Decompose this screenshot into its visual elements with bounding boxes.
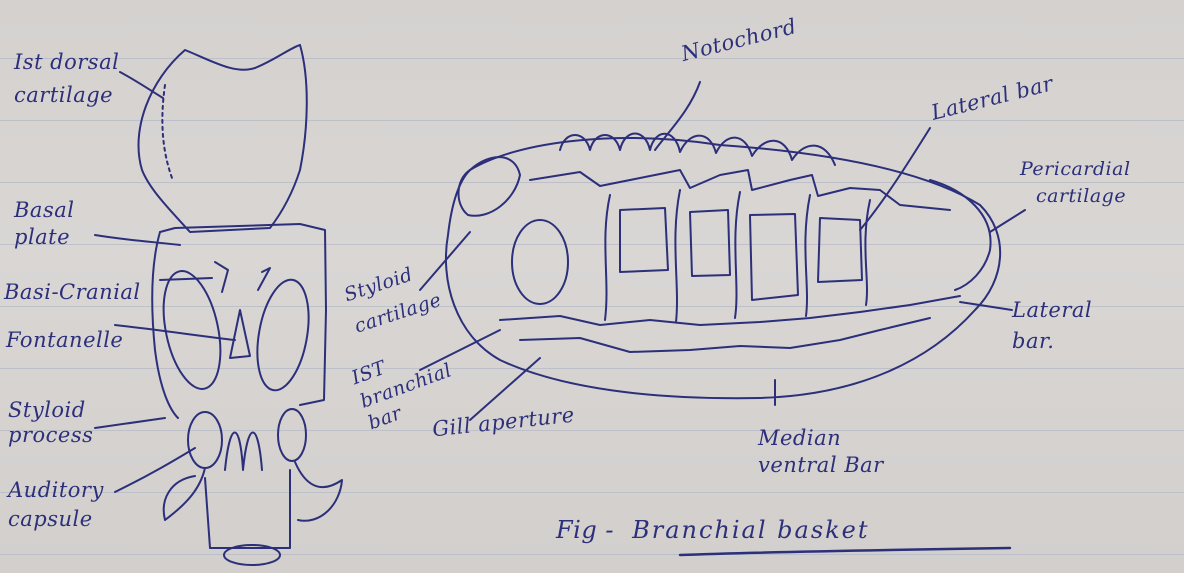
lower-right-arch xyxy=(295,462,342,521)
label-basi-cranial: Basi-Cranial xyxy=(4,282,141,303)
leader-basal xyxy=(95,235,180,245)
vertical-bar-5 xyxy=(865,200,870,305)
vertical-bar-1 xyxy=(605,195,610,320)
fontanelle-right xyxy=(250,276,317,395)
basi-cranial-mark-right xyxy=(258,268,270,290)
dorsal-cartilage-shape xyxy=(139,45,307,232)
label-first-dorsal-cartilage: Ist dorsal cartilage xyxy=(14,52,119,106)
vertical-bar-3 xyxy=(735,192,740,318)
basi-cranial-mark-left xyxy=(215,262,228,292)
upper-lateral-bar xyxy=(530,170,950,210)
auditory-capsule-right xyxy=(278,409,306,461)
dorsal-cartilage-inner xyxy=(162,85,172,178)
lower-trunk xyxy=(205,470,290,548)
label-basal-plate: Basal plate xyxy=(14,200,74,248)
label-auditory-capsule: Auditory capsule xyxy=(8,480,104,530)
vertical-bar-4 xyxy=(805,195,810,316)
skull-drawing xyxy=(95,45,342,565)
leader-pericardial xyxy=(990,210,1025,232)
label-lateral-bar-right: Lateral bar. xyxy=(1012,300,1092,352)
leader-styloid xyxy=(95,418,165,428)
aperture-5 xyxy=(818,218,862,282)
aperture-1 xyxy=(512,220,568,304)
leader-lateral-right xyxy=(960,302,1012,310)
basket-outline xyxy=(446,138,1000,398)
hyomandibular-arches xyxy=(225,433,262,471)
branchial-basket-drawing xyxy=(420,82,1025,420)
leader-auditory xyxy=(115,448,195,492)
label-fontanelle: Fontanelle xyxy=(6,330,123,351)
fontanelle-center xyxy=(230,310,250,358)
lower-left-arch xyxy=(164,468,205,520)
vertical-bar-2 xyxy=(675,190,680,322)
label-median-ventral-bar: Median ventral Bar xyxy=(758,428,884,476)
pericardial-cartilage-shape xyxy=(930,180,991,290)
caption-prefix: Fig - xyxy=(556,516,614,544)
caption-underline xyxy=(680,548,1010,555)
aperture-2 xyxy=(620,208,668,272)
basket-head xyxy=(458,157,520,216)
auditory-capsule-left xyxy=(188,412,222,468)
figure-caption: Fig - Branchial basket xyxy=(556,518,870,542)
lower-lateral-bar xyxy=(500,296,960,325)
fontanelle-left xyxy=(154,266,230,394)
caption-title: Branchial basket xyxy=(632,516,869,544)
aperture-4 xyxy=(750,214,798,300)
label-styloid-process: Styloid process xyxy=(8,400,93,446)
aperture-3 xyxy=(690,210,730,276)
label-pericardial-cartilage: Pericardial cartilage xyxy=(1020,160,1131,206)
leader-basicranial xyxy=(160,278,212,280)
